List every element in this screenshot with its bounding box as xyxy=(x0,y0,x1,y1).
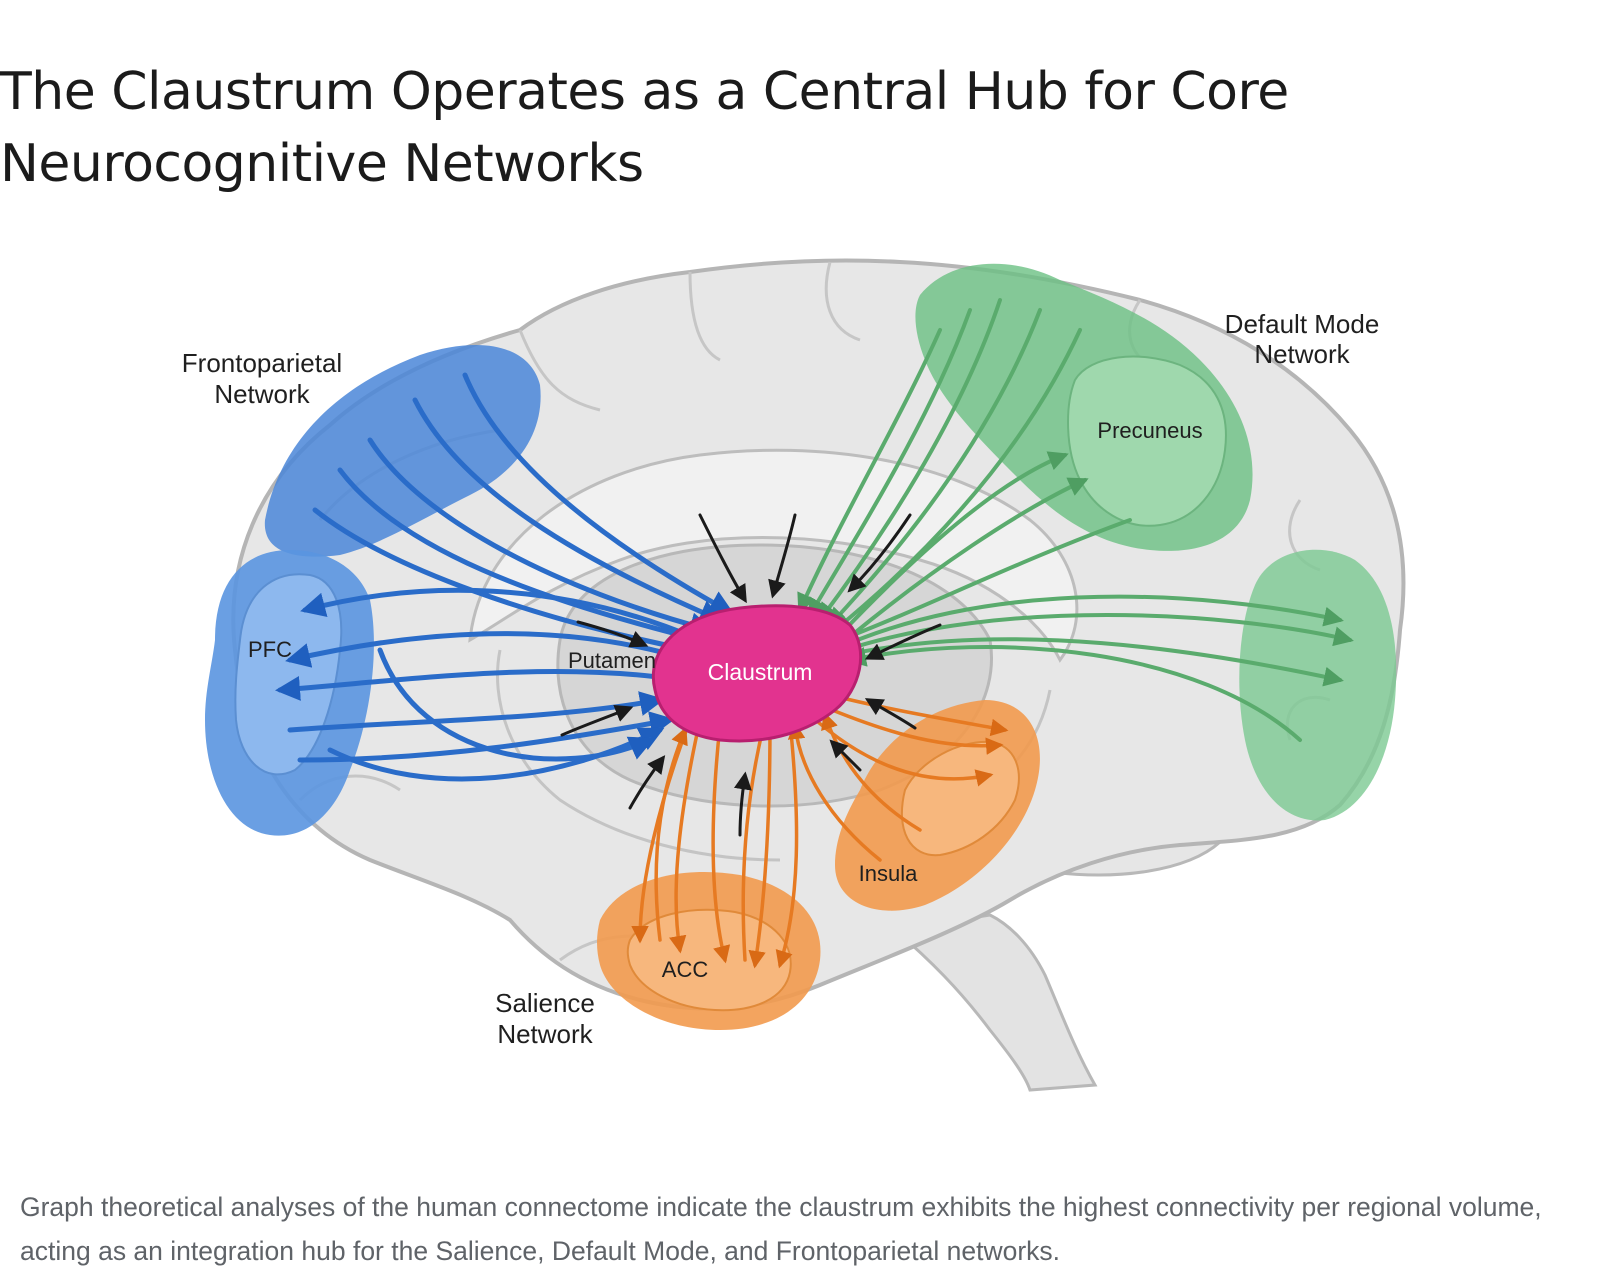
salience-label-line2: Network xyxy=(497,1019,593,1049)
default-mode-label-line2: Network xyxy=(1254,339,1350,369)
default-mode-region xyxy=(915,263,1397,821)
precuneus-label: Precuneus xyxy=(1097,418,1202,443)
figure-caption: Graph theoretical analyses of the human … xyxy=(20,1191,1542,1266)
claustrum-label: Claustrum xyxy=(708,659,813,685)
claustrum-hub xyxy=(651,604,863,743)
pfc-label: PFC xyxy=(248,637,292,662)
salience-label-line1: Salience xyxy=(495,988,595,1018)
putamen-label: Putamen xyxy=(568,648,656,673)
frontoparietal-label-line1: Frontoparietal xyxy=(182,348,342,378)
insula-label: Insula xyxy=(859,861,918,886)
input-arrows xyxy=(560,513,942,837)
precuneus-region xyxy=(1067,355,1227,527)
acc-label: ACC xyxy=(662,957,709,982)
brainstem xyxy=(891,913,1098,1092)
salience-connections xyxy=(631,693,1009,969)
brain-network-diagram: Frontoparietal Network Default Mode Netw… xyxy=(0,240,1600,1120)
default-mode-connections xyxy=(797,298,1354,742)
page-title: The Claustrum Operates as a Central Hub … xyxy=(0,62,1289,194)
default-mode-label-line1: Default Mode xyxy=(1225,309,1380,339)
frontoparietal-label-line2: Network xyxy=(214,379,310,409)
